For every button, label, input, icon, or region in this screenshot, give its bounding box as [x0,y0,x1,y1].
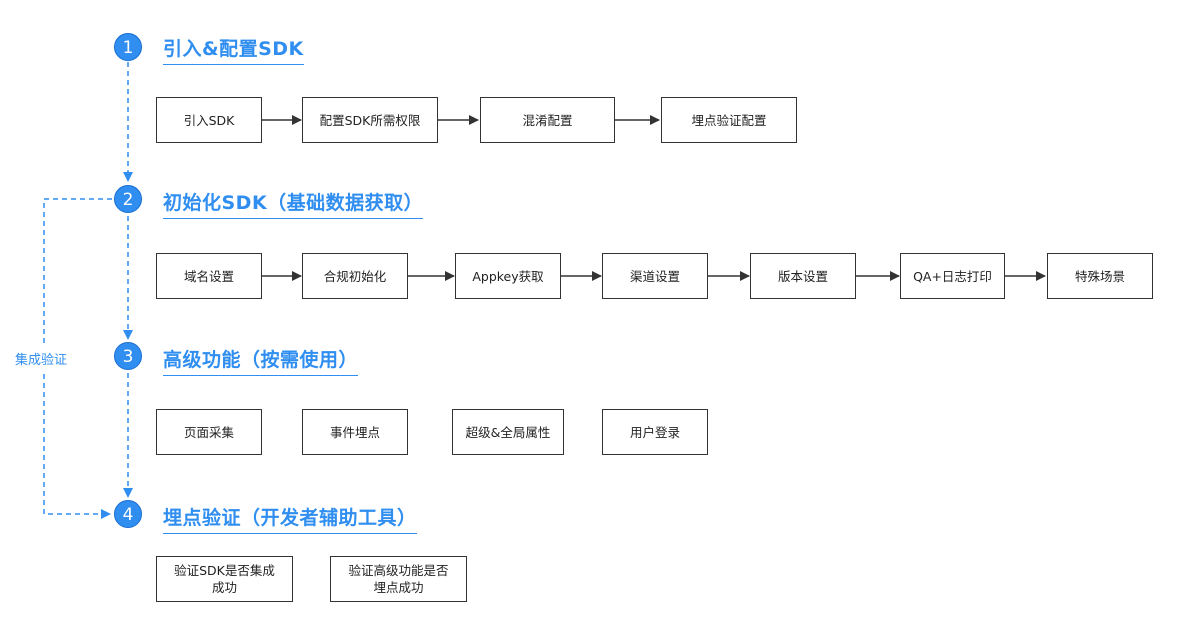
stage3-box-super-properties: 超级&全局属性 [452,409,564,455]
step-number-1: 1 [114,33,142,61]
stage3-box-user-login: 用户登录 [602,409,708,455]
stage2-box-appkey: Appkey获取 [455,253,561,299]
stage2-box-qa-log: QA+日志打印 [900,253,1005,299]
stage2-box-domain: 域名设置 [156,253,262,299]
stage1-box-tracking-verify-config: 埋点验证配置 [661,97,797,143]
stage1-box-permissions: 配置SDK所需权限 [302,97,438,143]
step-number-3: 3 [114,342,142,370]
stage3-box-page-collect: 页面采集 [156,409,262,455]
step-title-4: 埋点验证（开发者辅助工具） [163,503,417,534]
step-title-3: 高级功能（按需使用） [163,345,359,376]
step-title-1: 引入&配置SDK [163,34,304,65]
step-number-2: 2 [114,185,142,213]
stage3-box-event-tracking: 事件埋点 [302,409,408,455]
stage2-box-version: 版本设置 [750,253,856,299]
stage1-box-import-sdk: 引入SDK [156,97,262,143]
stage2-box-special-scenario: 特殊场景 [1047,253,1153,299]
loop-label: 集成验证 [15,347,68,370]
stage1-box-obfuscation: 混淆配置 [480,97,615,143]
stage4-box-verify-sdk: 验证SDK是否集成成功 [156,556,293,602]
stage4-box-verify-advanced: 验证高级功能是否埋点成功 [330,556,467,602]
stage2-box-channel: 渠道设置 [602,253,708,299]
stage2-box-compliant-init: 合规初始化 [302,253,408,299]
step-number-4: 4 [114,500,142,528]
step-title-2: 初始化SDK（基础数据获取） [163,188,424,219]
